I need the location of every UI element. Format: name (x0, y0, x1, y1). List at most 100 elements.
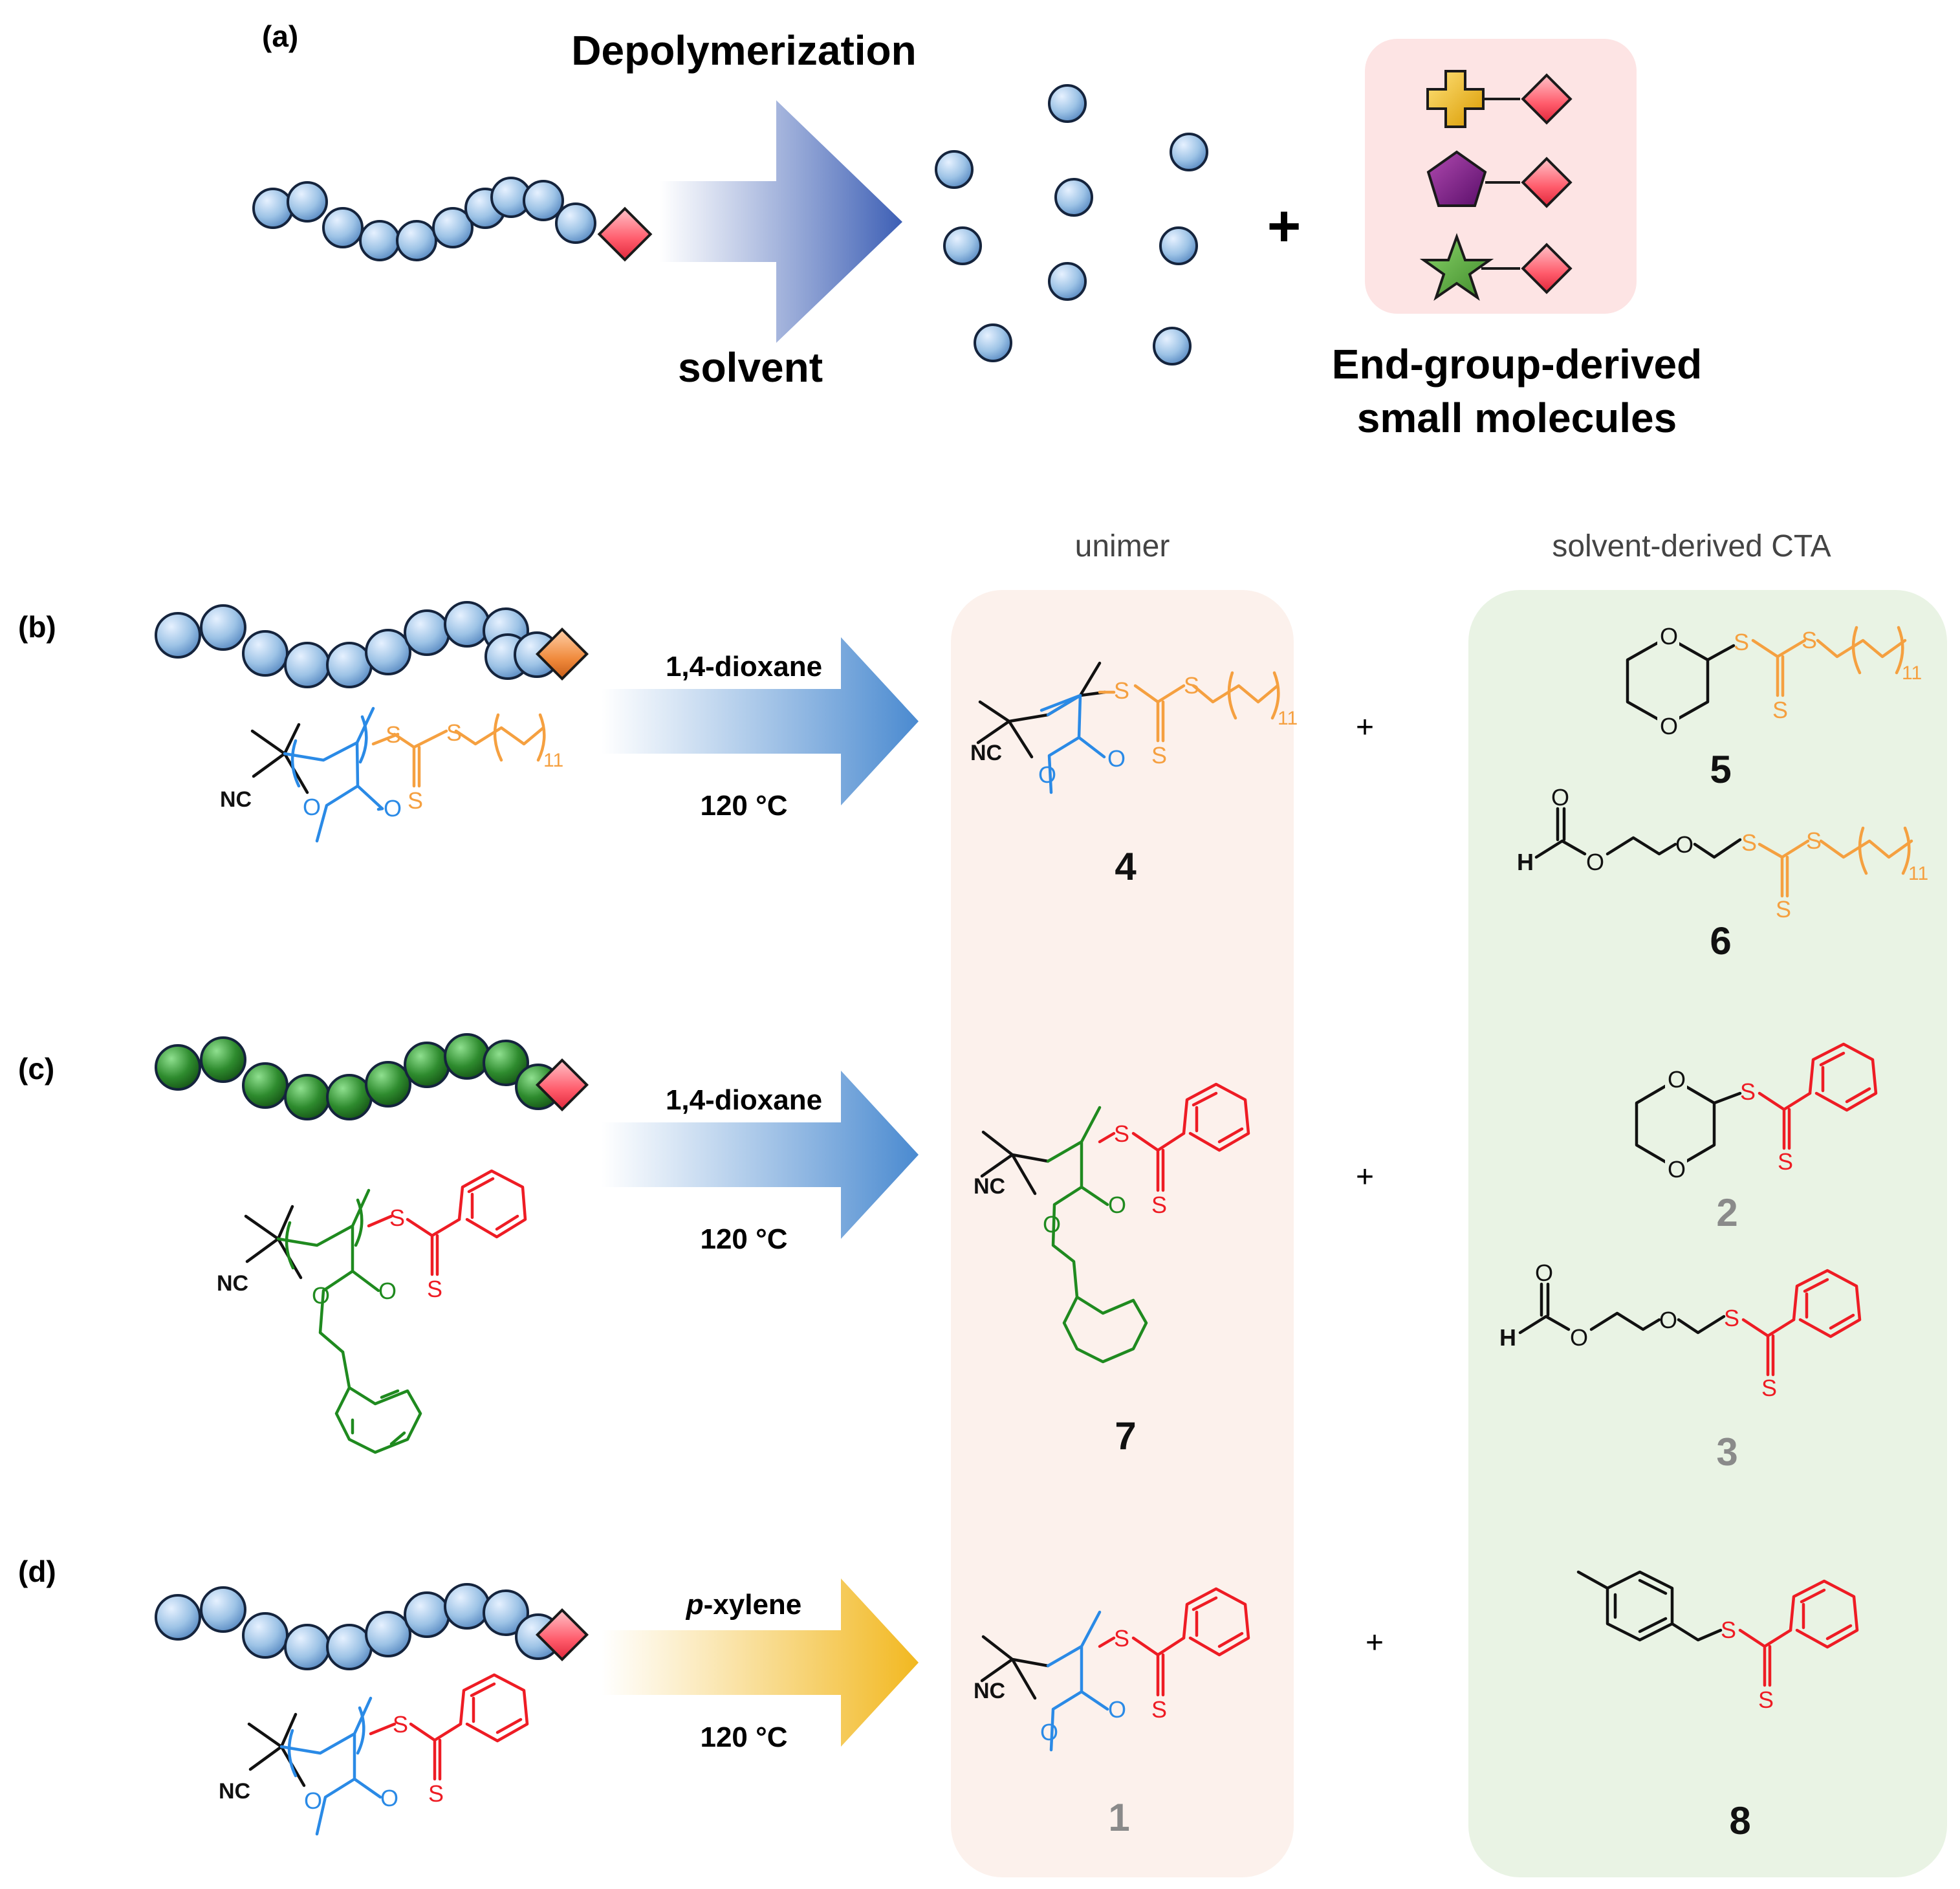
end-group-diamond-a (597, 206, 653, 262)
monomer-bead (555, 202, 596, 244)
pmma-dithiobenzoate-structure (247, 1673, 529, 1836)
products-label-line1: End-group-derived (1332, 341, 1702, 388)
atom-s-5b: S (1802, 627, 1817, 653)
monomer-bead (155, 1594, 201, 1641)
released-monomer (943, 226, 982, 265)
unimer-4-structure (976, 661, 1280, 794)
monomer-bead (200, 1586, 246, 1633)
cta-8-structure (1576, 1570, 1859, 1687)
temperature-label-b: 120 °C (700, 790, 787, 822)
polymer-chain-a (252, 177, 596, 261)
atom-s-5a: S (1734, 629, 1749, 655)
atom-s-6c: S (1776, 896, 1791, 923)
atom-o-7b: O (1043, 1211, 1061, 1238)
o-mask-5a (1657, 624, 1679, 648)
solvent-label-b: 1,4-dioxane (666, 651, 822, 682)
atom-s-4b: S (1184, 672, 1199, 699)
monomer-bead (444, 1583, 490, 1630)
released-monomer (1153, 327, 1192, 366)
star-end-group-icon (1419, 233, 1494, 301)
atom-s-2a: S (1740, 1078, 1756, 1105)
cta-3-structure (1518, 1269, 1862, 1377)
atom-nc-b: NC (220, 787, 252, 812)
pbnma-dithiobenzoate-structure (244, 1169, 527, 1454)
monomer-bead (365, 1061, 411, 1108)
monomer-bead (155, 1044, 201, 1091)
released-monomers (935, 84, 1208, 366)
atom-o-4b: O (1038, 761, 1056, 788)
monomer-bead (242, 630, 289, 677)
monomer-bead (287, 181, 328, 223)
atom-o-6c: O (1675, 831, 1693, 858)
end-group-diamond-b (535, 627, 589, 681)
cta-5-structure (1626, 626, 1907, 726)
monomer-bead (242, 1612, 289, 1659)
end-group-diamond-c (535, 1058, 589, 1112)
panel-label-c: (c) (18, 1052, 54, 1086)
atom-s-5c: S (1772, 697, 1788, 723)
compound-number-8: 8 (1729, 1799, 1750, 1842)
monomer-bead (155, 612, 201, 659)
atom-s-6a: S (1741, 829, 1757, 856)
atom-s-1b: S (1151, 1696, 1167, 1723)
atom-h-6: H (1517, 849, 1534, 875)
atom-nc-c: NC (217, 1271, 248, 1296)
monomer-bead (326, 1074, 373, 1120)
polymer-chain-b (155, 601, 560, 688)
o-mask-2a (1665, 1067, 1687, 1091)
atom-s-7b: S (1151, 1192, 1167, 1218)
compound-number-6: 6 (1710, 919, 1731, 963)
monomer-bead (365, 1611, 411, 1657)
atom-o-c1: O (378, 1278, 397, 1304)
atom-s-1a: S (1114, 1625, 1129, 1652)
compound-number-3: 3 (1716, 1430, 1737, 1474)
monomer-bead (404, 609, 450, 656)
monomer-bead (322, 207, 364, 248)
monomer-bead (252, 188, 294, 229)
atom-o-3b: O (1570, 1324, 1588, 1351)
cta-column-header: solvent-derived CTA (1552, 529, 1831, 563)
monomer-bead (284, 1074, 331, 1120)
atom-s-6b: S (1806, 827, 1822, 854)
atom-s-7a: S (1114, 1120, 1129, 1147)
compound-number-2: 2 (1716, 1191, 1737, 1234)
repeat-count-5: 11 (1902, 662, 1922, 684)
atom-s-3a: S (1724, 1305, 1739, 1331)
atom-o-6a: O (1551, 784, 1569, 811)
atom-o-b1: O (384, 795, 402, 822)
repeat-count-6: 11 (1908, 863, 1928, 884)
panel-label-d: (d) (18, 1555, 56, 1588)
solvent-label-d: p-xylene (686, 1589, 802, 1621)
atom-s-d1: S (393, 1711, 408, 1738)
end-group-diamond-d (535, 1608, 589, 1662)
released-monomer (935, 150, 974, 189)
unimer-7-structure (980, 1082, 1250, 1364)
monomer-bead (365, 629, 411, 675)
depolymerization-label: Depolymerization (571, 27, 916, 74)
monomer-bead (396, 220, 437, 261)
monomer-bead (284, 1624, 331, 1670)
plus-sign-c: + (1356, 1160, 1374, 1194)
monomer-bead (432, 207, 474, 248)
monomer-bead (483, 1589, 529, 1636)
atom-nc-d: NC (219, 1779, 250, 1804)
atom-o-c2: O (312, 1282, 330, 1309)
end-group-diamond-1 (1521, 73, 1573, 125)
monomer-bead (404, 1591, 450, 1638)
reaction-arrow-b (602, 637, 919, 805)
pentagon-end-group-icon (1426, 150, 1487, 207)
unimer-panel (951, 590, 1294, 1877)
repeat-count-b: 11 (543, 750, 563, 771)
end-group-diamond-2 (1521, 157, 1573, 208)
end-group-diamond-3 (1521, 243, 1573, 294)
monomer-bead (359, 220, 400, 261)
plus-sign-b: + (1356, 710, 1374, 745)
atom-s-4a: S (1114, 677, 1129, 704)
atom-o-3c: O (1659, 1307, 1677, 1333)
monomer-bead (444, 601, 490, 648)
atom-s-c1: S (389, 1205, 405, 1231)
atom-o-5b: O (1660, 713, 1678, 739)
monomer-bead (326, 1624, 373, 1670)
atom-o-1b: O (1040, 1719, 1058, 1745)
